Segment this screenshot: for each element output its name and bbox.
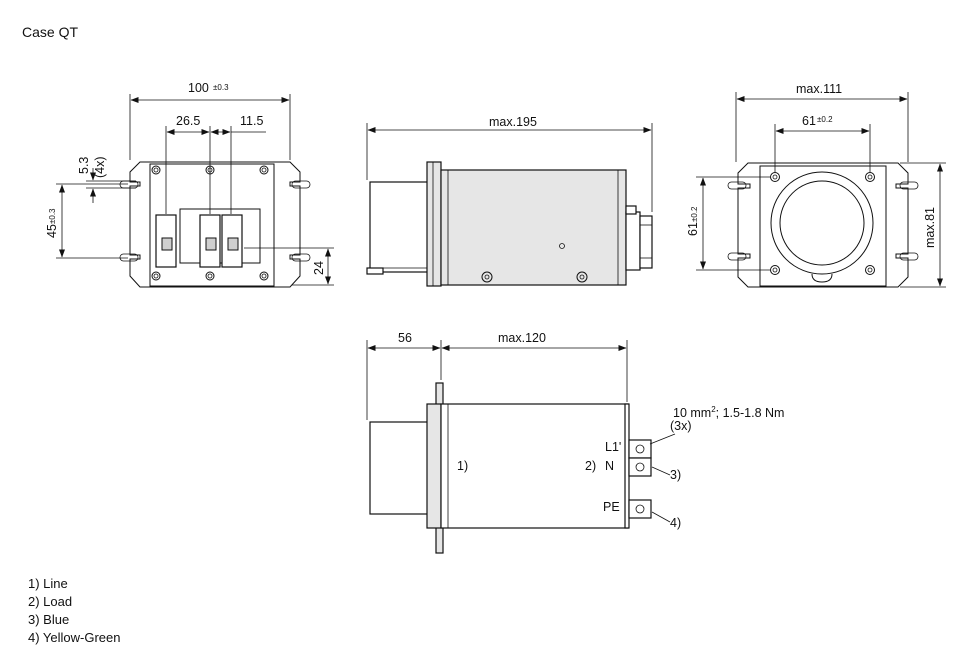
front-view: 100 ±0.3 26.5 11.5 5.3 (4x) 45 ±0.3: [45, 81, 334, 288]
mounting-hole: [865, 265, 875, 275]
screw-head: [576, 271, 588, 283]
dim-slot-width: 5.3: [77, 157, 91, 174]
torque-count: (3x): [670, 419, 692, 433]
bottom-view: 56 max.120 10 mm2; 1.5-1.8 Nm (3x) L1' N…: [366, 331, 784, 554]
terminal-n: [628, 457, 652, 477]
page-title: Case QT: [22, 24, 79, 40]
dim-hole-x-tol: ±0.2: [817, 115, 833, 124]
screw-head: [151, 271, 161, 281]
screw-head: [151, 165, 161, 175]
legend: 1) Line 2) Load 3) Blue 4) Yellow-Green: [28, 575, 121, 647]
label-l1: L1': [605, 440, 621, 454]
callout-yellow-green: 4): [670, 516, 681, 530]
terminal-pe: [628, 499, 652, 519]
screw-head: [481, 271, 493, 283]
screw-head: [259, 165, 269, 175]
dim-end-height: max.81: [923, 207, 937, 248]
dim-side-length: max.195: [489, 115, 537, 129]
dim-front-width-tol: ±0.3: [213, 83, 229, 92]
dim-terminal-spacing-a: 26.5: [176, 114, 200, 128]
dim-hole-y: 61: [686, 222, 700, 236]
dim-hole-pitch: 45: [45, 224, 59, 238]
mounting-slot: [119, 253, 139, 262]
dim-hole-y-tol: ±0.2: [690, 206, 699, 222]
callout-load: 2): [585, 459, 596, 473]
dim-terminal-spacing-b: 11.5: [240, 114, 263, 128]
dim-end-width: max.111: [796, 82, 842, 96]
mounting-slot: [727, 252, 747, 261]
mounting-slot: [291, 180, 311, 189]
mounting-slot: [899, 181, 919, 190]
torque-spec: 10 mm2; 1.5-1.8 Nm: [673, 405, 784, 420]
side-view: max.195: [366, 115, 653, 287]
terminal-l1: [628, 439, 652, 459]
dim-terminal-height: 24: [312, 261, 326, 275]
label-pe: PE: [603, 500, 620, 514]
dim-front-width: 100: [188, 81, 209, 95]
callout-blue: 3): [670, 468, 681, 482]
mounting-slot: [291, 253, 311, 262]
label-n: N: [605, 459, 614, 473]
end-view: max.111 61 ±0.2 61 ±0.2 max.81: [686, 82, 946, 288]
callout-line: 1): [457, 459, 468, 473]
mounting-hole: [865, 172, 875, 182]
dim-bottom-length: max.120: [498, 331, 546, 345]
dim-slot-count: (4x): [93, 156, 107, 178]
mounting-slot: [727, 181, 747, 190]
mounting-hole: [770, 265, 780, 275]
legend-item: 1) Line: [28, 576, 68, 591]
dim-hole-pitch-tol: ±0.3: [48, 208, 57, 224]
dim-flange-depth: 56: [398, 331, 412, 345]
dim-hole-x: 61: [802, 114, 816, 128]
mounting-hole: [770, 172, 780, 182]
screw-head: [259, 271, 269, 281]
mounting-slot: [899, 252, 919, 261]
screw-head: [205, 271, 215, 281]
legend-item: 4) Yellow-Green: [28, 630, 121, 645]
legend-item: 2) Load: [28, 594, 73, 609]
legend-item: 3) Blue: [28, 612, 70, 627]
